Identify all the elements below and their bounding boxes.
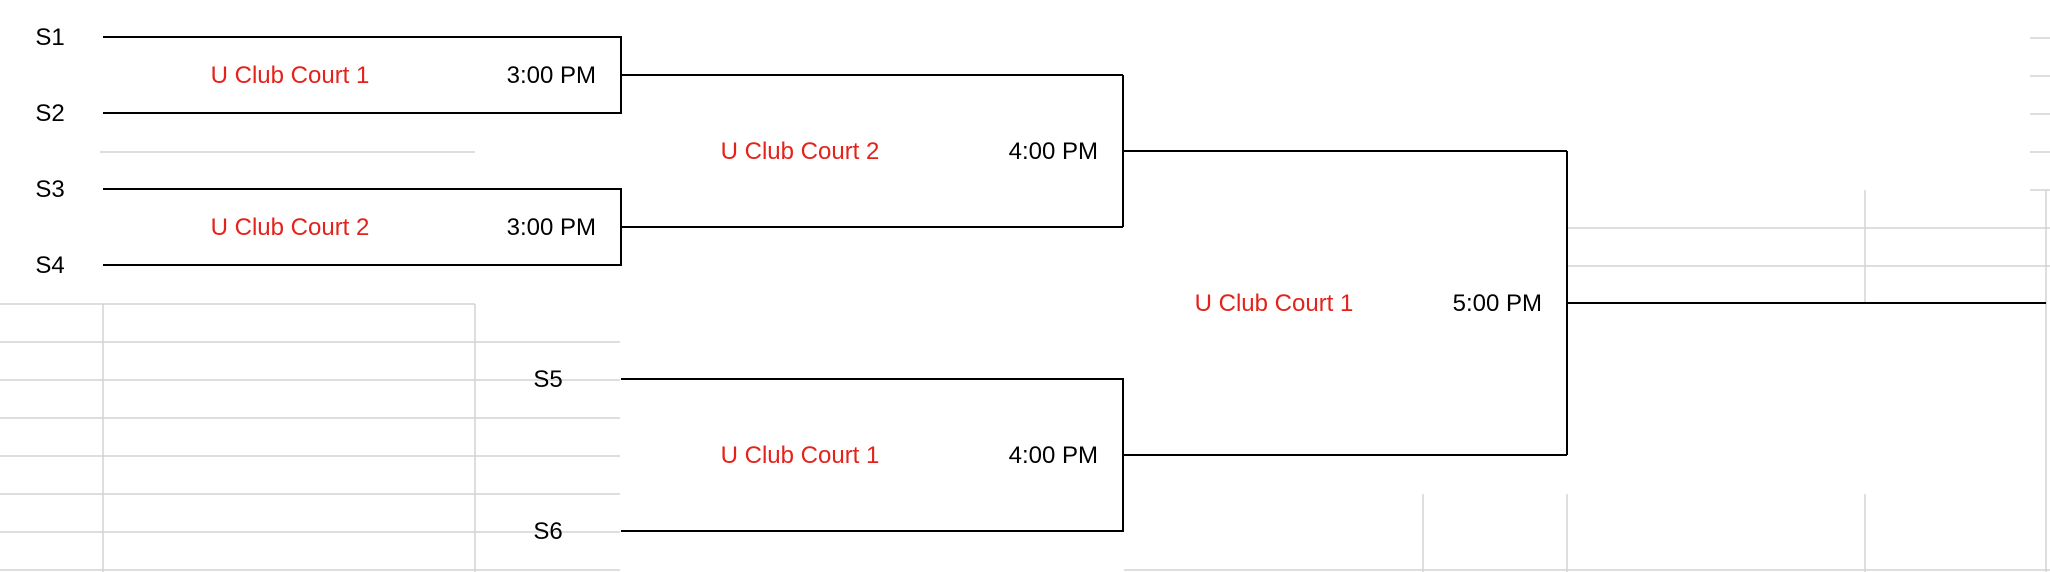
sf2-time: 4:00 PM [1008,442,1098,469]
qf1-court: U Club Court 1 [210,62,370,89]
seed-s4: S4 [35,252,65,279]
qf1-time: 3:00 PM [506,62,596,89]
seed-s3: S3 [35,176,65,203]
seed-s2: S2 [35,100,65,127]
final-court: U Club Court 1 [1194,290,1354,317]
seed-s6: S6 [533,518,563,545]
bracket-lines [103,36,2046,532]
qf2-time: 3:00 PM [506,214,596,241]
seed-s1: S1 [35,24,65,51]
sf2-court: U Club Court 1 [720,442,880,469]
seed-s5: S5 [533,366,563,393]
final-time: 5:00 PM [1452,290,1542,317]
spreadsheet-gridlines [0,37,2050,572]
sf1-court: U Club Court 2 [720,138,880,165]
sf1-time: 4:00 PM [1008,138,1098,165]
qf2-court: U Club Court 2 [210,214,370,241]
